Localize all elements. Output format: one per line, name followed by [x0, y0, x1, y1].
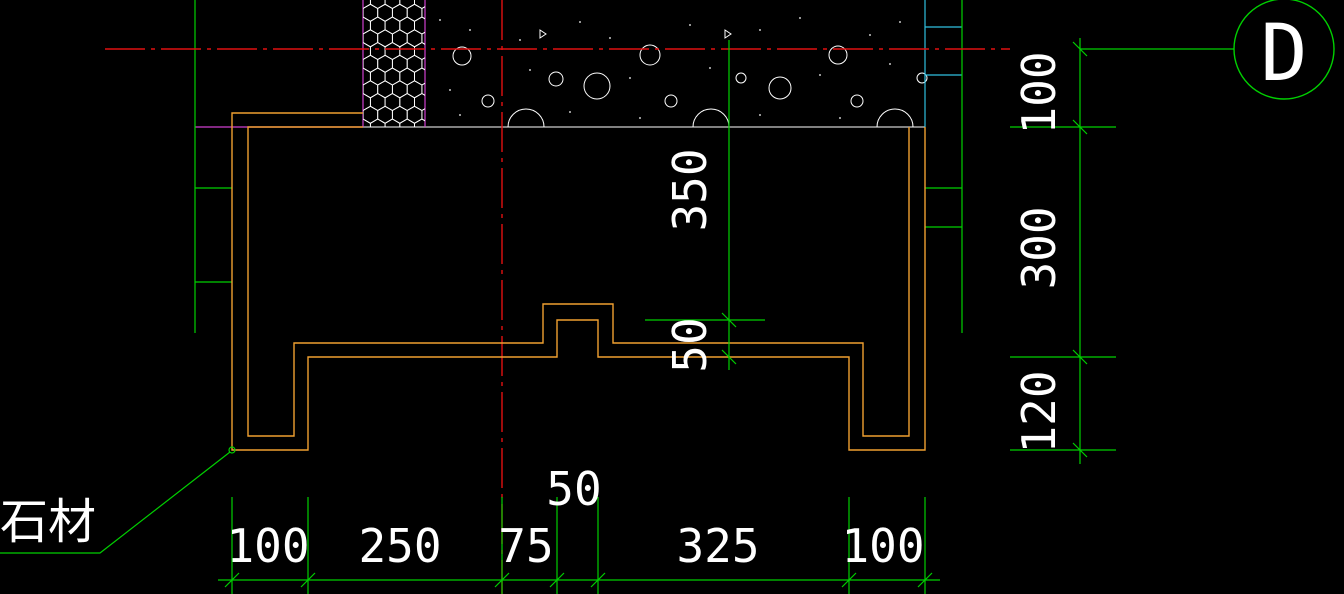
axis-lines — [105, 0, 1010, 594]
insulation-hexagon — [399, 0, 415, 10]
dim-bottom-100-right: 100 — [841, 519, 924, 573]
dim-bottom-325: 325 — [676, 519, 759, 573]
dim-bottom-75: 75 — [498, 519, 553, 573]
insulation-hexagon — [414, 118, 425, 127]
wall-lines-left — [194, 0, 232, 333]
insulation-hexagon — [399, 118, 415, 127]
stone-profile-outline — [231, 112, 926, 451]
dim-inner-50: 50 — [663, 317, 717, 372]
insulation-hexagon — [341, 43, 356, 60]
dim-right-120: 120 — [1012, 370, 1066, 453]
bottom-dimension-chain — [218, 497, 940, 594]
hatch-dots — [439, 17, 901, 119]
inner-profile — [247, 126, 910, 437]
dim-bottom-50: 50 — [546, 462, 601, 516]
insulation-hexagon — [429, 94, 444, 111]
dim-right-300: 300 — [1012, 206, 1066, 289]
insulation-hexagon — [363, 7, 364, 18]
insulation-hexagon — [341, 68, 356, 85]
insulation-hexagon — [341, 17, 356, 34]
dim-right-100: 100 — [1012, 51, 1066, 134]
insulation-hexagon — [429, 0, 444, 9]
insulation-hexagon — [384, 0, 401, 10]
dim-inner-350: 350 — [663, 148, 717, 231]
insulation-hexagon — [369, 0, 386, 10]
gravel-hatch-area — [195, 17, 928, 128]
insulation-hatch — [195, 0, 444, 128]
insulation-hexagon — [341, 0, 356, 9]
material-callout-label: 石材 — [0, 494, 96, 550]
insulation-hexagon — [429, 68, 444, 85]
insulation-hexagon — [429, 43, 444, 60]
wall-lines-right — [925, 0, 963, 333]
insulation-hexagon — [369, 118, 386, 127]
pipe-ladder-right — [924, 0, 962, 127]
dim-bottom-250: 250 — [358, 519, 441, 573]
grid-bubble: D — [1080, 0, 1335, 100]
right-dimension-chain — [1010, 38, 1116, 464]
material-callout-leader — [0, 446, 236, 554]
inner-dimension-lines — [645, 40, 765, 370]
insulation-hexagon — [363, 58, 364, 69]
insulation-hexagon — [341, 94, 356, 111]
insulation-hexagon — [363, 109, 364, 120]
dim-bottom-100-left: 100 — [226, 519, 309, 573]
insulation-hexagon — [429, 17, 444, 34]
insulation-hexagon — [384, 118, 401, 127]
outer-profile — [231, 112, 926, 451]
grid-bubble-label: D — [1261, 9, 1308, 99]
insulation-hexagon — [363, 84, 364, 95]
insulation-hexagon — [363, 33, 364, 44]
insulation-hexagon — [414, 0, 425, 10]
